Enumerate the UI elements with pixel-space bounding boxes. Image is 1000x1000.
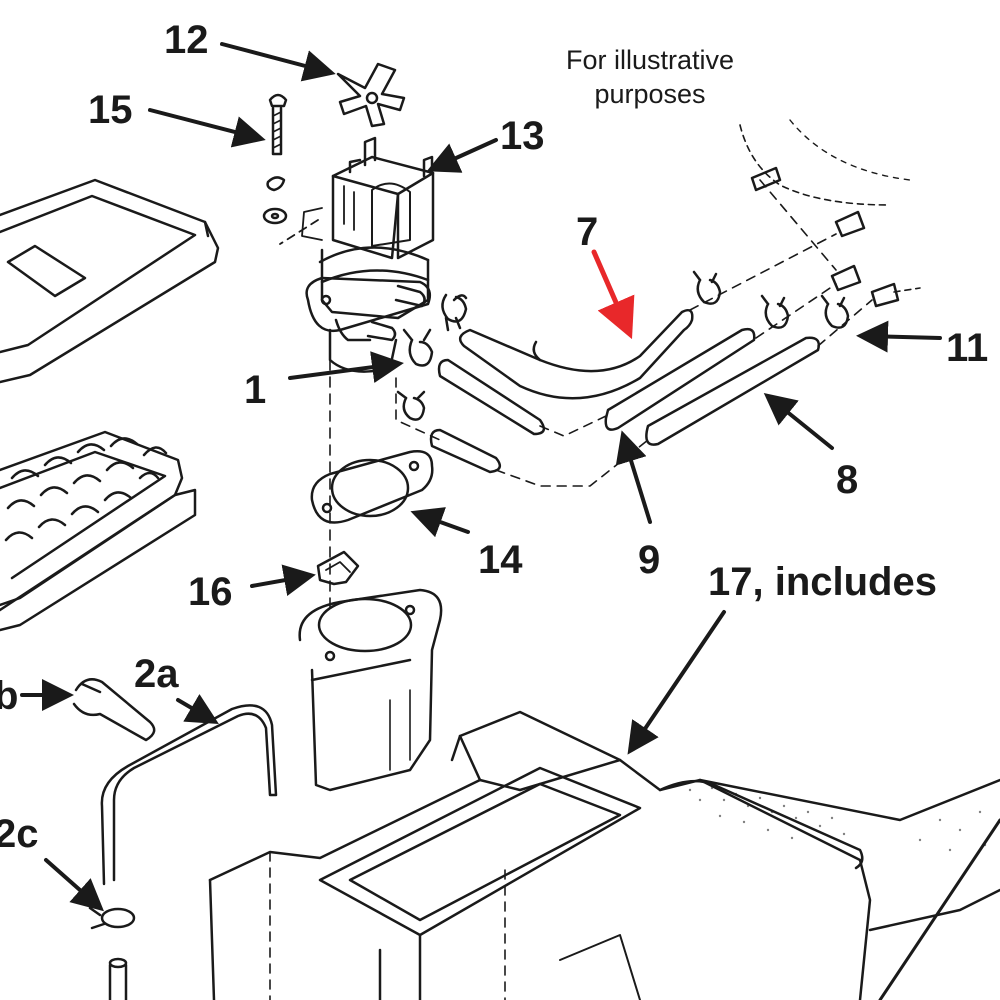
routing-lines bbox=[395, 179, 873, 487]
leader-arrows bbox=[20, 42, 942, 912]
callout-2a: 2a bbox=[134, 652, 179, 696]
callout-7: 7 bbox=[576, 210, 599, 254]
housing-stipple bbox=[688, 786, 987, 852]
arrow-14 bbox=[410, 507, 470, 538]
hose-clamps bbox=[396, 270, 850, 421]
illustrative-note-line2: purposes bbox=[594, 78, 706, 109]
clamp-2c bbox=[88, 906, 136, 1000]
arrow-17 bbox=[627, 610, 726, 755]
arrow-9 bbox=[615, 430, 652, 524]
arrow-11 bbox=[856, 320, 942, 353]
callout-17-includes: 17, includes bbox=[708, 560, 937, 604]
callout-14: 14 bbox=[478, 538, 523, 582]
arrow-8 bbox=[763, 392, 834, 450]
arrow-7-highlight bbox=[591, 249, 635, 340]
hose-straight-8 bbox=[645, 336, 820, 446]
callout-15: 15 bbox=[88, 88, 133, 132]
hose-straight-9 bbox=[429, 327, 756, 474]
illustrative-note-line1: For illustrative bbox=[565, 45, 735, 75]
gasket bbox=[310, 450, 434, 524]
arrow-15 bbox=[148, 108, 266, 148]
ice-maker-housing bbox=[208, 710, 1000, 1000]
arrow-1 bbox=[288, 351, 404, 384]
clip bbox=[316, 550, 360, 586]
callout-11: 11 bbox=[946, 326, 989, 370]
screw bbox=[262, 93, 288, 225]
callout-13: 13 bbox=[500, 114, 545, 158]
hose-bent bbox=[458, 309, 694, 400]
small-hose bbox=[72, 678, 156, 742]
wire-connectors bbox=[739, 119, 921, 308]
callout-12: 12 bbox=[164, 18, 209, 62]
arrow-12 bbox=[220, 42, 336, 82]
callout-2b: b bbox=[0, 674, 19, 718]
illustrative-note: For illustrative purposes bbox=[540, 44, 760, 112]
arrow-2a bbox=[176, 694, 219, 725]
impeller bbox=[336, 62, 406, 128]
arrow-13 bbox=[426, 138, 498, 173]
callout-1: 1 bbox=[244, 368, 267, 412]
ice-mold-left bbox=[0, 430, 197, 632]
arrow-16 bbox=[250, 564, 316, 596]
callout-16: 16 bbox=[188, 570, 233, 614]
fill-tube bbox=[100, 704, 278, 886]
arrow-2c bbox=[44, 858, 104, 912]
callout-8: 8 bbox=[836, 458, 859, 502]
callout-9: 9 bbox=[638, 538, 661, 582]
callout-2c: 2c bbox=[0, 812, 39, 856]
pump-motor bbox=[279, 136, 435, 373]
reservoir-cup bbox=[298, 588, 443, 792]
ice-tray-top-left bbox=[0, 178, 220, 384]
